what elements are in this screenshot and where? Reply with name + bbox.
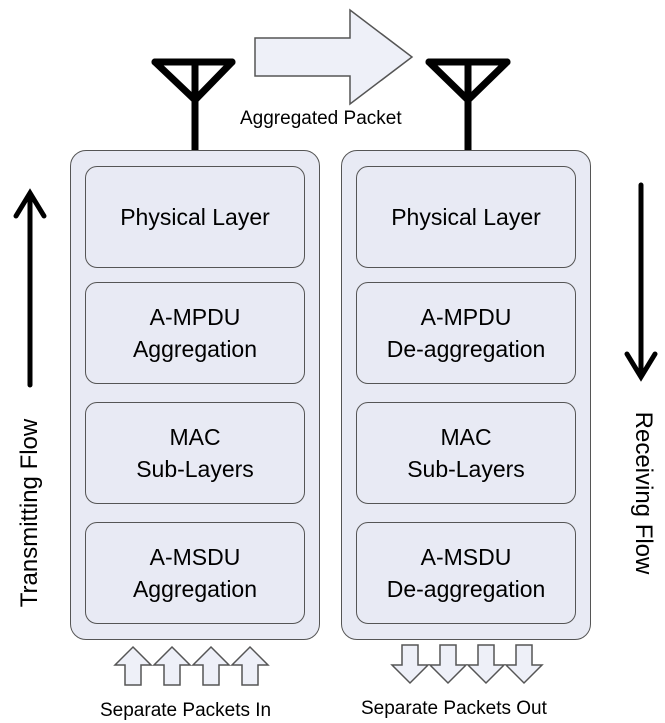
transmit-ampdu-aggregation: A-MPDU Aggregation <box>85 282 305 384</box>
packets-out-label: Separate Packets Out <box>361 698 547 719</box>
receiving-flow-arrow <box>624 182 658 382</box>
layer-label: De-aggregation <box>386 576 546 602</box>
receiving-flow-label: Receiving Flow <box>630 411 657 575</box>
transmit-stack: Physical Layer A-MPDU Aggregation MAC Su… <box>70 150 320 640</box>
transmit-physical-layer: Physical Layer <box>85 166 305 268</box>
receive-mac-sublayers: MAC Sub-Layers <box>356 402 576 504</box>
transmitting-flow-arrow <box>13 188 47 388</box>
packet-out-arrow <box>504 644 544 685</box>
packet-in-arrow <box>191 645 231 686</box>
layer-label: Sub-Layers <box>136 456 254 482</box>
layer-label: A-MPDU <box>149 304 241 330</box>
layer-label: MAC <box>169 424 221 450</box>
packet-in-arrow <box>113 645 153 686</box>
packets-out-arrows <box>390 644 544 685</box>
receive-physical-layer: Physical Layer <box>356 166 576 268</box>
transmit-mac-sublayers: MAC Sub-Layers <box>85 402 305 504</box>
layer-label: De-aggregation <box>386 336 546 362</box>
receive-ampdu-deaggregation: A-MPDU De-aggregation <box>356 282 576 384</box>
packet-in-arrow <box>152 645 192 686</box>
packets-in-arrows <box>113 645 270 686</box>
receive-antenna-icon <box>425 58 511 156</box>
transmitting-flow-label: Transmitting Flow <box>16 418 43 608</box>
layer-label: Aggregation <box>132 576 258 602</box>
layer-label: Sub-Layers <box>407 456 525 482</box>
packet-out-arrow <box>390 644 430 685</box>
packets-in-label: Separate Packets In <box>100 700 272 721</box>
packet-in-arrow <box>230 645 270 686</box>
layer-label: A-MPDU <box>420 304 512 330</box>
layer-label: Aggregation <box>132 336 258 362</box>
packet-out-arrow <box>428 644 468 685</box>
layer-label: MAC <box>440 424 492 450</box>
aggregated-packet-label: Aggregated Packet <box>240 108 402 129</box>
receive-stack: Physical Layer A-MPDU De-aggregation MAC… <box>341 150 591 640</box>
receive-amsdu-deaggregation: A-MSDU De-aggregation <box>356 522 576 624</box>
layer-label: A-MSDU <box>149 544 241 570</box>
layer-label: Physical Layer <box>120 204 270 230</box>
layer-label: Physical Layer <box>391 204 541 230</box>
packet-out-arrow <box>466 644 506 685</box>
transmit-amsdu-aggregation: A-MSDU Aggregation <box>85 522 305 624</box>
transmit-antenna-icon <box>151 58 236 156</box>
aggregated-packet-arrow <box>254 8 414 106</box>
layer-label: A-MSDU <box>420 544 512 570</box>
